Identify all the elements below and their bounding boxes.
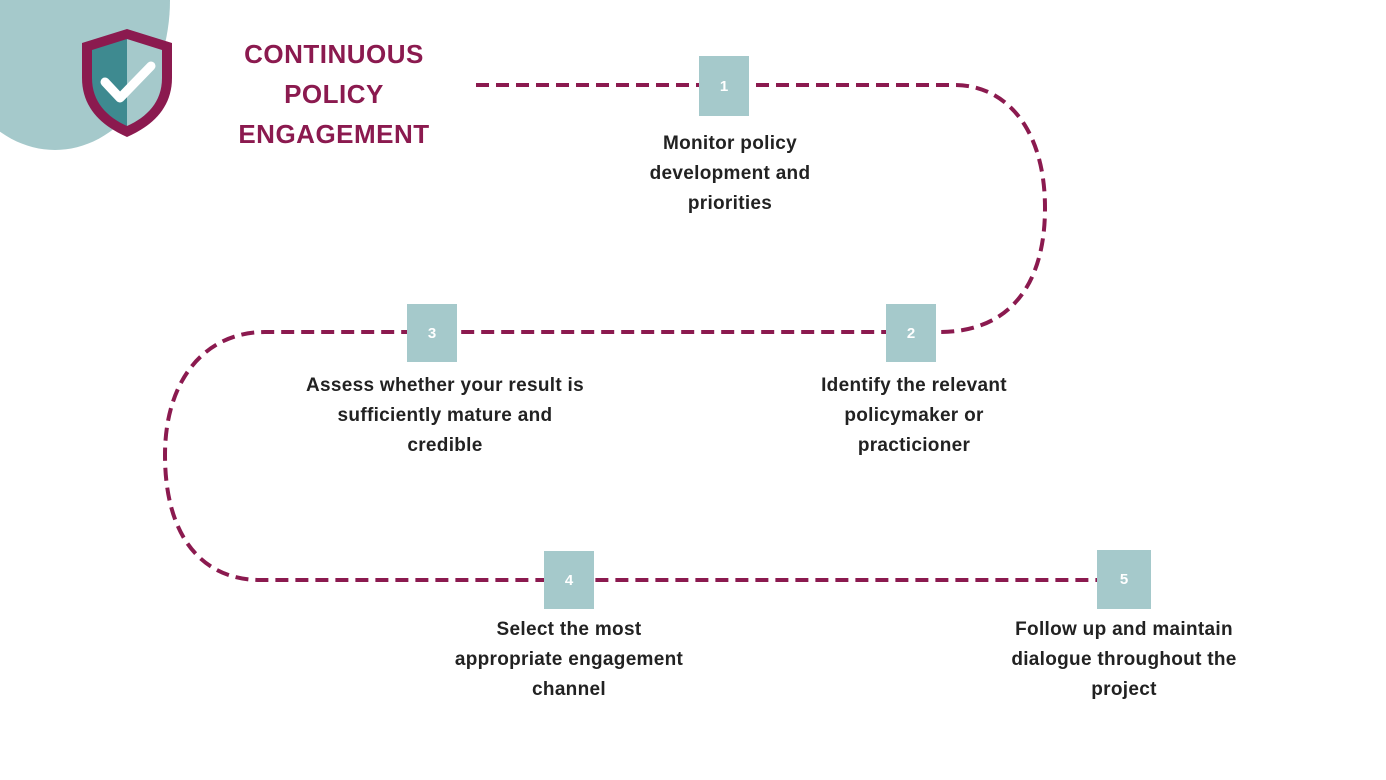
page-title: CONTINUOUS POLICY ENGAGEMENT (214, 34, 454, 154)
step-4-label: Select the most appropriate engagement c… (454, 619, 684, 700)
step-1-label: Monitor policy development and prioritie… (649, 133, 811, 214)
shield-check-icon (82, 29, 172, 137)
step-3-label: Assess whether your result is sufficient… (306, 375, 584, 456)
step-2-label: Identify the relevant policymaker or pra… (821, 375, 1007, 456)
step-3-marker: 3 (407, 304, 457, 362)
title-line-1: CONTINUOUS (244, 39, 424, 69)
step-5-marker: 5 (1097, 550, 1151, 609)
step-1-marker: 1 (699, 56, 749, 116)
step-5-label: Follow up and maintain dialogue througho… (1011, 619, 1237, 700)
title-line-3: ENGAGEMENT (238, 119, 430, 149)
step-2-marker: 2 (886, 304, 936, 362)
title-line-2: POLICY (284, 79, 384, 109)
step-4-marker: 4 (544, 551, 594, 609)
